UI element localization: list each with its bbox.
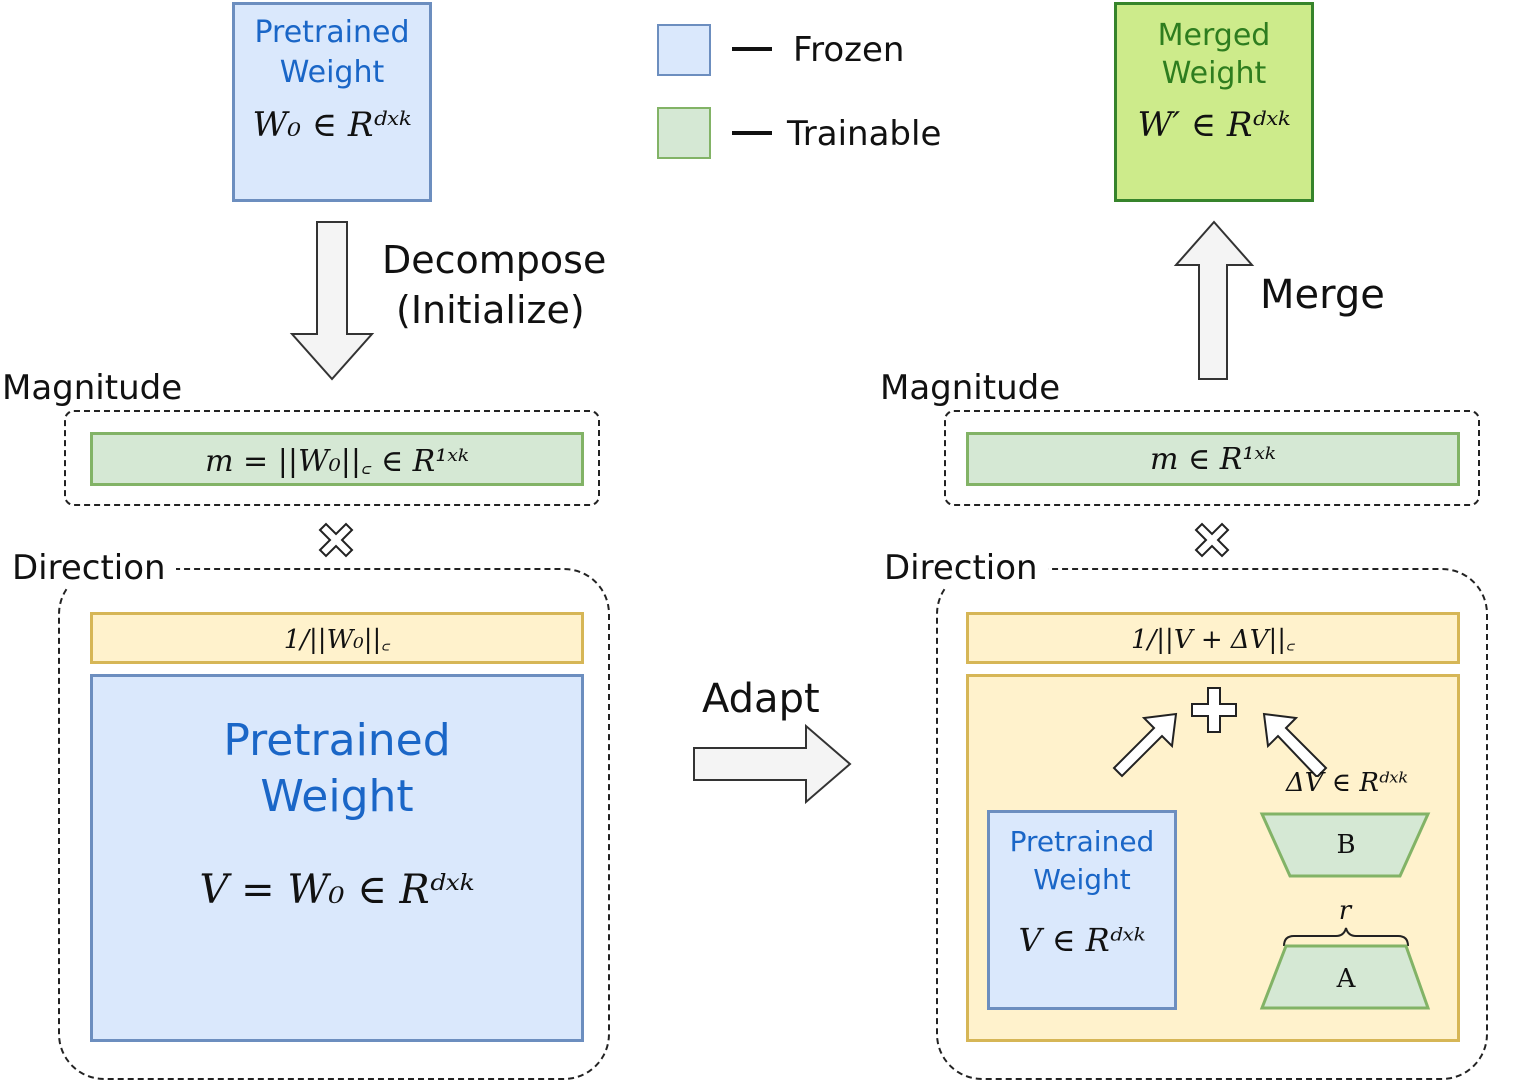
right-pretrained-weight: Pretrained Weight V ∈ Rᵈˣᵏ [987, 810, 1177, 1010]
left-magnitude-vector: m = ||W₀||꜀ ∈ R¹ˣᵏ [90, 432, 584, 486]
matrix-b-shape [1259, 812, 1431, 878]
legend-trainable-label: Trainable [787, 114, 942, 154]
left-pretrained-weight: Pretrained Weight V = W₀ ∈ Rᵈˣᵏ [90, 674, 584, 1042]
right-weight-title-line1: Pretrained [1009, 825, 1155, 858]
left-norm-formula: 1/||W₀||꜀ [283, 625, 391, 655]
matrix-a-shape [1259, 944, 1431, 1010]
pretrained-weight-top-formula: W₀ ∈ Rᵈˣᵏ [252, 105, 412, 145]
decompose-label-line1: Decompose [382, 238, 607, 282]
legend-frozen-dash [732, 47, 772, 51]
rank-label: r [1338, 896, 1352, 926]
right-magnitude-label: Magnitude [880, 368, 1061, 408]
left-weight-formula: V = W₀ ∈ Rᵈˣᵏ [199, 867, 475, 913]
merged-weight-box: Merged Weight W′ ∈ Rᵈˣᵏ [1114, 2, 1314, 202]
merged-weight-title: Merged Weight [1157, 18, 1271, 91]
left-magnitude-label: Magnitude [2, 368, 183, 408]
plus-icon [1191, 687, 1237, 733]
merge-arrow-icon [1173, 220, 1255, 380]
right-direction-frame [936, 568, 1488, 1080]
right-weight-title-line2: Weight [1033, 863, 1131, 896]
delta-v-formula: ΔV ∈ Rᵈˣᵏ [1285, 768, 1408, 798]
merged-weight-formula: W′ ∈ Rᵈˣᵏ [1137, 105, 1291, 145]
right-magnitude-formula: m ∈ R¹ˣᵏ [1150, 441, 1276, 477]
left-magnitude-formula: m = ||W₀||꜀ ∈ R¹ˣᵏ [205, 443, 469, 479]
left-direction-frame [58, 568, 610, 1080]
adapt-label: Adapt [702, 676, 820, 722]
left-magnitude-frame [64, 410, 600, 506]
right-norm-bar: 1/||V + ΔV||꜀ [966, 612, 1460, 664]
arrow-up-left-icon [1262, 712, 1328, 777]
decompose-arrow-icon [289, 221, 375, 381]
adapt-arrow-icon [693, 723, 852, 805]
right-norm-formula: 1/||V + ΔV||꜀ [1131, 625, 1295, 655]
legend-trainable-dash [732, 131, 772, 135]
matrix-a-label: A [1336, 964, 1356, 994]
legend-trainable-swatch [657, 107, 711, 159]
left-multiply-icon [310, 514, 362, 566]
legend-frozen-label: Frozen [793, 30, 905, 70]
pretrained-weight-top-title: Pretrained Weight [254, 15, 410, 90]
legend-frozen-swatch [657, 24, 711, 76]
pretrained-weight-top: Pretrained Weight W₀ ∈ Rᵈˣᵏ [232, 2, 432, 202]
right-multiply-icon [1186, 514, 1238, 566]
right-magnitude-frame [944, 410, 1480, 506]
right-weight-formula: V ∈ Rᵈˣᵏ [1018, 921, 1146, 959]
right-direction-label: Direction [884, 548, 1048, 588]
right-magnitude-vector: m ∈ R¹ˣᵏ [966, 432, 1460, 486]
decompose-label-line2: (Initialize) [396, 288, 585, 332]
matrix-b-label: B [1336, 830, 1356, 860]
left-weight-title-line2: Weight [260, 771, 414, 822]
left-norm-bar: 1/||W₀||꜀ [90, 612, 584, 664]
merge-label: Merge [1260, 272, 1385, 318]
left-weight-title-line1: Pretrained [223, 715, 451, 766]
left-direction-label: Direction [12, 548, 176, 588]
arrow-up-right-icon [1112, 712, 1178, 778]
rank-brace-icon [1283, 927, 1409, 947]
